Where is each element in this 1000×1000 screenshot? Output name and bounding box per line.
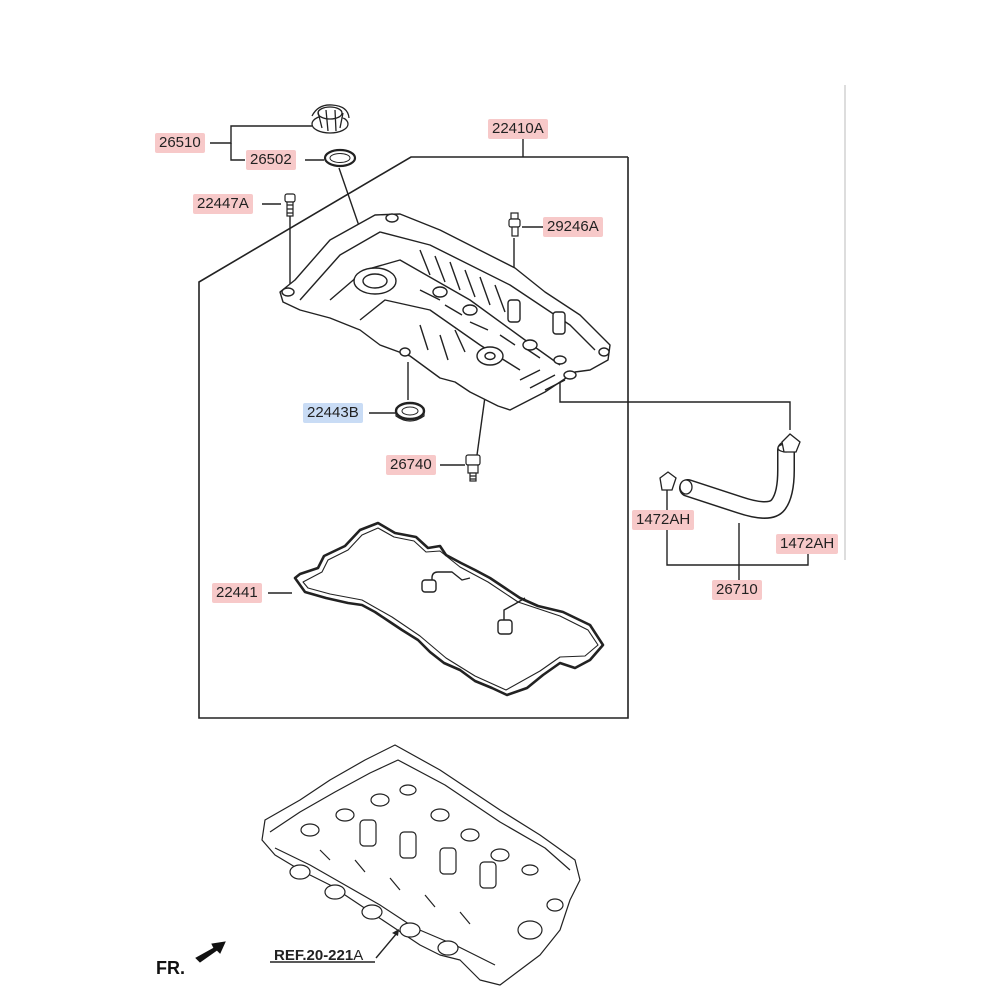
sensor-drawing — [465, 454, 481, 482]
label-bolt[interactable]: 22447A — [193, 194, 253, 214]
label-hose-clamp-right[interactable]: 1472AH — [776, 534, 839, 554]
label-cap-gasket[interactable]: 26502 — [246, 150, 296, 170]
cylinder-head-drawing — [261, 744, 581, 986]
label-pcv-valve[interactable]: 29246A — [543, 217, 603, 237]
label-cover-assembly[interactable]: 22410A — [488, 119, 548, 139]
front-arrow-icon — [195, 941, 226, 963]
rocker-cover-drawing — [279, 213, 611, 411]
reference-label[interactable]: REF.20-221A — [274, 947, 363, 964]
bolt-drawing — [284, 193, 296, 217]
label-oil-cap[interactable]: 26510 — [155, 133, 205, 153]
breather-hose-drawing — [679, 441, 795, 519]
assembly-frame — [198, 156, 629, 719]
hose-clamp-drawing — [659, 433, 801, 491]
oil-filler-cap-drawing — [311, 104, 350, 134]
label-hose-clamp-left[interactable]: 1472AH — [632, 510, 695, 530]
pcv-valve-drawing — [508, 212, 521, 237]
label-oil-seal[interactable]: 22443B — [303, 403, 363, 423]
cap-gasket-drawing — [323, 148, 357, 168]
ref-arrow-icon — [392, 929, 399, 936]
oil-seal-drawing — [394, 401, 426, 422]
leader-lines — [210, 125, 809, 963]
reference-text: REF.20-221 — [274, 947, 354, 964]
label-cover-gasket[interactable]: 22441 — [212, 583, 262, 603]
label-sensor[interactable]: 26740 — [386, 455, 436, 475]
reference-suffix: A — [353, 947, 364, 964]
front-direction-label: FR. — [156, 958, 185, 978]
cover-gasket-drawing — [293, 521, 605, 697]
label-breather-hose[interactable]: 26710 — [712, 580, 762, 600]
